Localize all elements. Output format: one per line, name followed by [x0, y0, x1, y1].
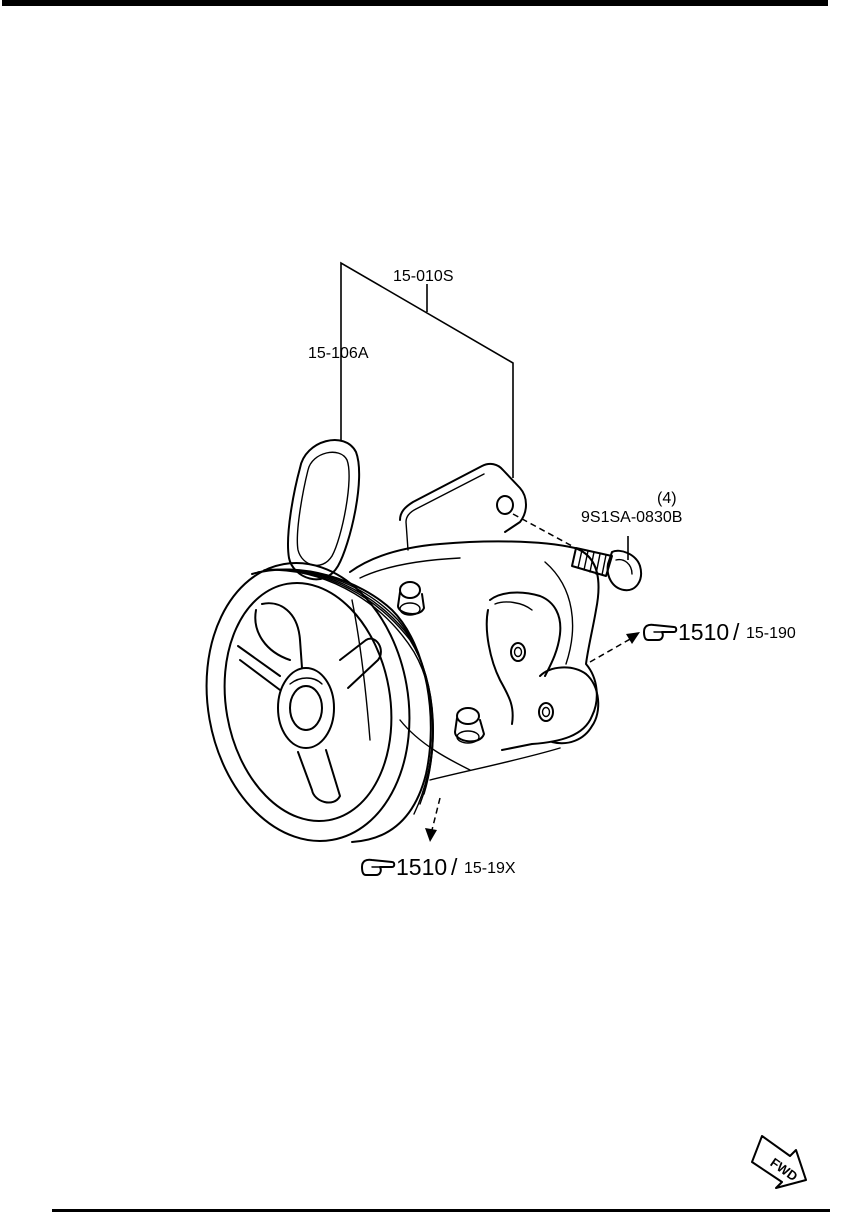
- fwd-label: FWD: [768, 1155, 801, 1184]
- port-hole-upper: [510, 642, 526, 662]
- ref-bottom-sub: 15-19X: [464, 860, 516, 877]
- fwd-arrow-icon: FWD: [751, 1135, 807, 1189]
- upper-stud: [397, 581, 425, 616]
- ref-bottom-main: 1510: [396, 854, 447, 880]
- ref-right-sub: 15-190: [746, 625, 796, 642]
- bolt-part-number: 9S1SA-0830B: [581, 509, 682, 526]
- bottom-border: [52, 1209, 830, 1212]
- bolt-quantity: (4): [657, 490, 677, 507]
- ref-bottom-sep: /: [451, 854, 458, 880]
- port-hole-lower: [538, 702, 554, 722]
- ref-right-main: 1510: [678, 619, 729, 645]
- ref-right-sep: /: [733, 619, 740, 645]
- top-border: [2, 0, 828, 6]
- pulley: [205, 562, 434, 843]
- lower-stud: [454, 707, 485, 744]
- ref-arrow-bottom: [425, 797, 441, 842]
- pump-body: [349, 462, 600, 781]
- pulley-hub: [277, 667, 335, 749]
- o-ring: [287, 439, 361, 581]
- ref-arrow-right: [589, 632, 640, 663]
- pointing-hand-icon: [361, 858, 396, 876]
- pointing-hand-icon: [643, 623, 678, 641]
- bolt: [571, 547, 642, 592]
- flange-hole: [496, 495, 514, 515]
- o-ring-part-number: 15-106A: [308, 345, 369, 362]
- bolt-centerline: [512, 513, 573, 547]
- leader-lines: [340, 261, 629, 560]
- assembly-part-number: 15-010S: [393, 268, 454, 285]
